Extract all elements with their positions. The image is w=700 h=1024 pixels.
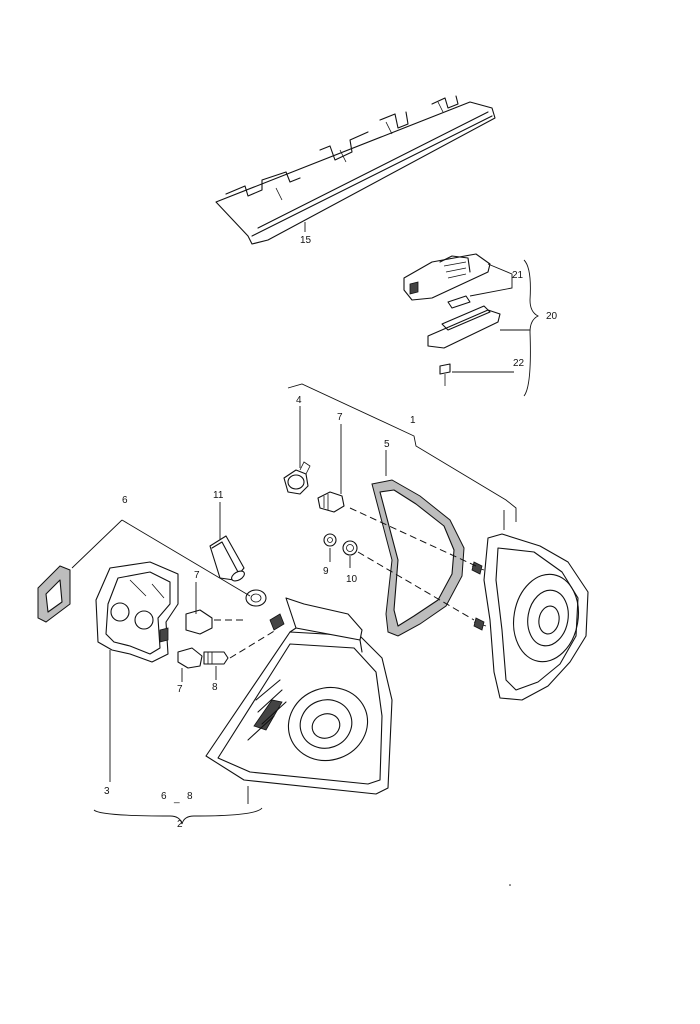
callout-7-mid: 7 (194, 570, 200, 581)
bulb-7-left (177, 647, 203, 669)
callout-7-low: 7 (177, 684, 183, 695)
callout-5: 5 (384, 439, 390, 450)
callout-8-low: 8 (212, 682, 218, 693)
high-level-brake-light (215, 95, 496, 245)
callout-3: 3 (104, 786, 110, 797)
bulb-8 (203, 651, 229, 665)
callout-11: 11 (213, 490, 224, 501)
bulb-carrier-3 (95, 561, 179, 663)
bulb-7-right (185, 609, 213, 635)
callout-7-upper: 7 (337, 412, 343, 423)
washer-10 (342, 540, 358, 556)
callout-2: 2 (177, 819, 183, 830)
nut-9 (323, 533, 337, 547)
callout-15: 15 (300, 235, 312, 246)
seal-6 (37, 565, 71, 623)
bulb-holder-4 (283, 461, 311, 495)
callout-8-range: 8 (187, 791, 193, 802)
callouts: 15 21 20 22 4 1 7 5 6 11 9 10 7 7 8 3 6 … (104, 235, 558, 830)
callout-range-dash: _ (173, 793, 180, 804)
callout-6-range: 6 (161, 791, 167, 802)
callout-20: 20 (546, 311, 558, 322)
callout-6-top: 6 (122, 495, 128, 506)
callout-21: 21 (512, 270, 524, 281)
grommet (245, 589, 267, 607)
callout-9: 9 (323, 566, 329, 577)
callout-22: 22 (513, 358, 525, 369)
callout-10: 10 (346, 574, 358, 585)
stray-dot (509, 884, 511, 886)
number-plate-light (403, 253, 501, 386)
outer-tail-lamp-2 (205, 597, 393, 795)
connector-11 (209, 535, 245, 582)
assembly-dash-lines (214, 507, 477, 659)
callout-1: 1 (410, 415, 416, 426)
gasket-5 (371, 479, 465, 637)
leader-lines (71, 222, 540, 825)
inner-tail-lamp-1 (471, 533, 589, 701)
callout-4: 4 (296, 395, 302, 406)
bulb-7-upper (317, 491, 345, 513)
